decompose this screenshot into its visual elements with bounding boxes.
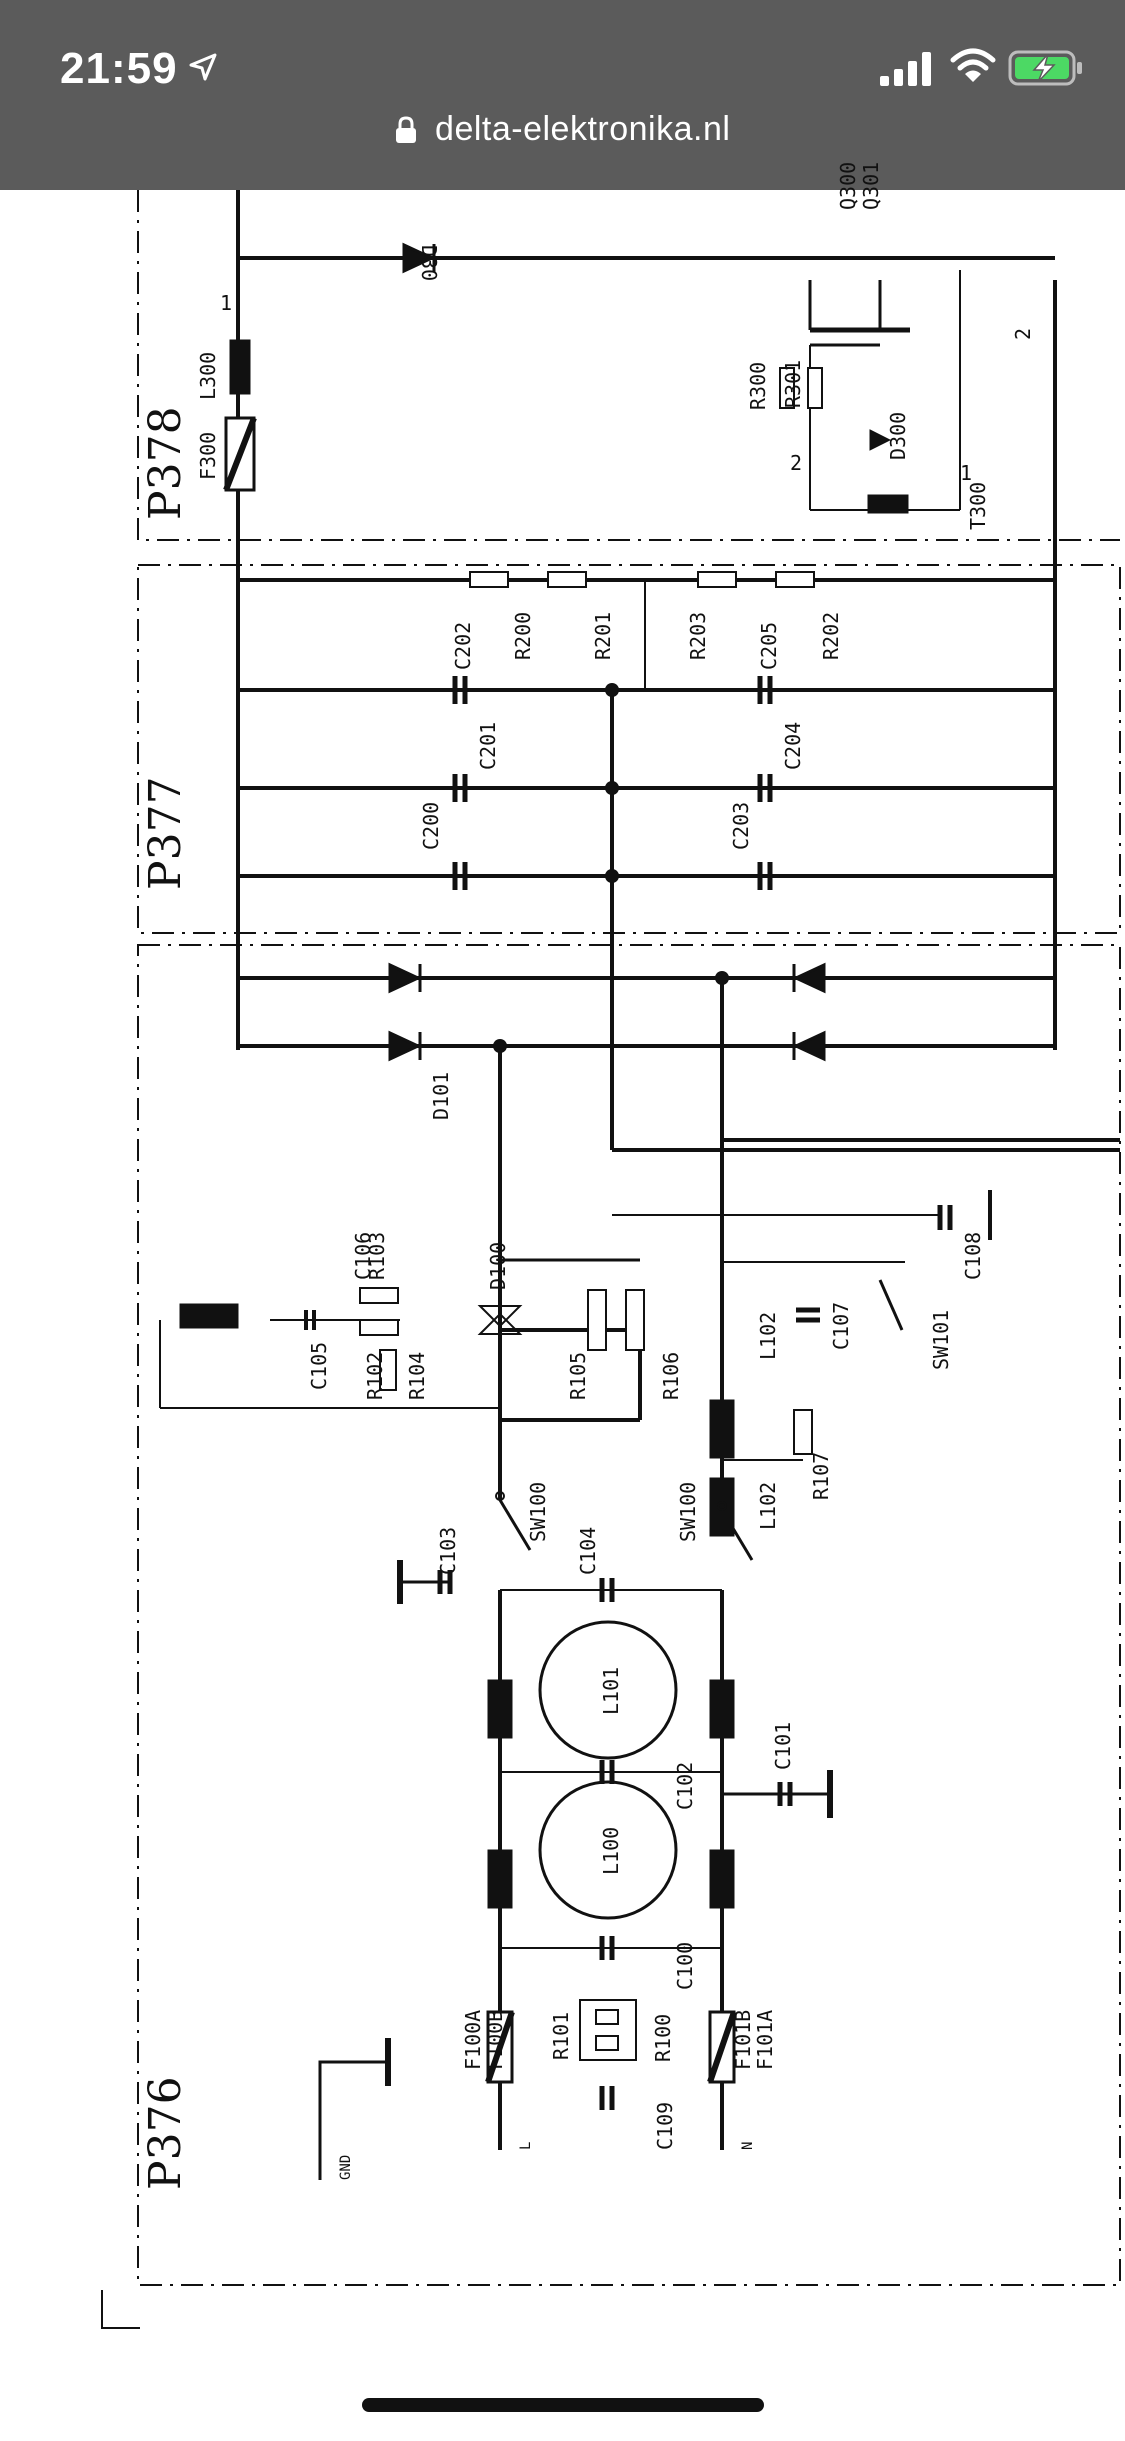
label-r100: R100 [651,2014,675,2062]
schematic-image: P376 P377 P378 D30 Q300 Q301 L300 F300 R… [0,162,1125,2436]
label-pin1b: 1 [960,461,972,485]
label-r201: R201 [591,612,615,660]
label-pin2a: 2 [1011,328,1035,340]
label-f100b: F100B [483,2010,507,2070]
label-r107: R107 [809,1452,833,1500]
label-r200: R200 [511,612,535,660]
block-p378-border [137,190,1120,541]
label-l102a: L102 [756,1312,780,1360]
label-f300: F300 [196,432,220,480]
block-label-p377: P377 [140,776,191,890]
url-text: delta-elektronika.nl [435,110,731,148]
cellular-signal-icon [880,52,931,86]
label-c104: C104 [576,1527,600,1575]
wifi-icon [950,48,996,82]
home-indicator[interactable] [362,2398,764,2412]
label-r103: R103 [365,1232,389,1280]
label-l100: L100 [599,1827,623,1875]
label-d101: D101 [429,1072,453,1120]
label-pin1a: 1 [220,291,232,315]
block-label-p376: P376 [140,2076,191,2190]
block-label-p378: P378 [140,406,191,520]
label-r300: R300 [746,362,770,410]
lock-icon [395,115,416,143]
label-r203: R203 [686,612,710,660]
label-d100: D100 [486,1242,510,1290]
label-f101b: F101B [731,2010,755,2070]
label-d300: D30 [417,245,441,281]
label-f100a: F100A [461,2010,485,2070]
label-gnd: GND [338,2155,354,2180]
label-sw100b: SW100 [676,1482,700,1542]
label-r101: R101 [549,2012,573,2060]
label-c203: C203 [729,802,753,850]
label-t300: T300 [966,482,990,530]
label-q301: Q301 [859,162,883,210]
label-c107: C107 [829,1302,853,1350]
label-r102: R102 [363,1352,387,1400]
label-f101a: F101A [753,2010,777,2070]
label-l300: L300 [196,352,220,400]
label-c100: C100 [673,1942,697,1990]
circuit-diagram: P376 P377 P378 D30 Q300 Q301 L300 F300 R… [101,162,1121,2329]
label-n: N [740,2142,756,2150]
label-c101: C101 [771,1722,795,1770]
label-l102b: L102 [756,1482,780,1530]
block-p376-border [137,944,1121,2286]
label-c105: C105 [307,1342,331,1390]
label-r301: R301 [781,360,805,408]
label-c204: C204 [781,722,805,770]
label-c202: C202 [451,622,475,670]
battery-charging-icon [1008,50,1082,86]
label-c102: C102 [673,1762,697,1810]
label-c109: C109 [653,2102,677,2150]
label-sw100a: SW100 [526,1482,550,1542]
label-r106: R106 [659,1352,683,1400]
block-p377-border [137,564,1121,934]
address-bar[interactable]: delta-elektronika.nl [0,110,1125,170]
label-l101: L101 [599,1667,623,1715]
label-dz300: D300 [886,412,910,460]
label-q300: Q300 [836,162,860,210]
label-c106: C106 [351,1232,375,1280]
label-c103: C103 [436,1527,460,1575]
label-c205: C205 [757,622,781,670]
label-r202: R202 [819,612,843,660]
label-r105: R105 [566,1352,590,1400]
label-sw101: SW101 [929,1310,953,1370]
label-pin2b: 2 [790,451,802,475]
label-c108: C108 [961,1232,985,1280]
label-l: L [518,2142,534,2150]
label-c200: C200 [419,802,443,850]
location-arrow-icon [189,53,217,81]
label-r104: R104 [405,1352,429,1400]
label-c201: C201 [476,722,500,770]
status-time: 21:59 [60,44,178,93]
browser-header: 21:59 delta-elektronika.nl [0,0,1125,190]
